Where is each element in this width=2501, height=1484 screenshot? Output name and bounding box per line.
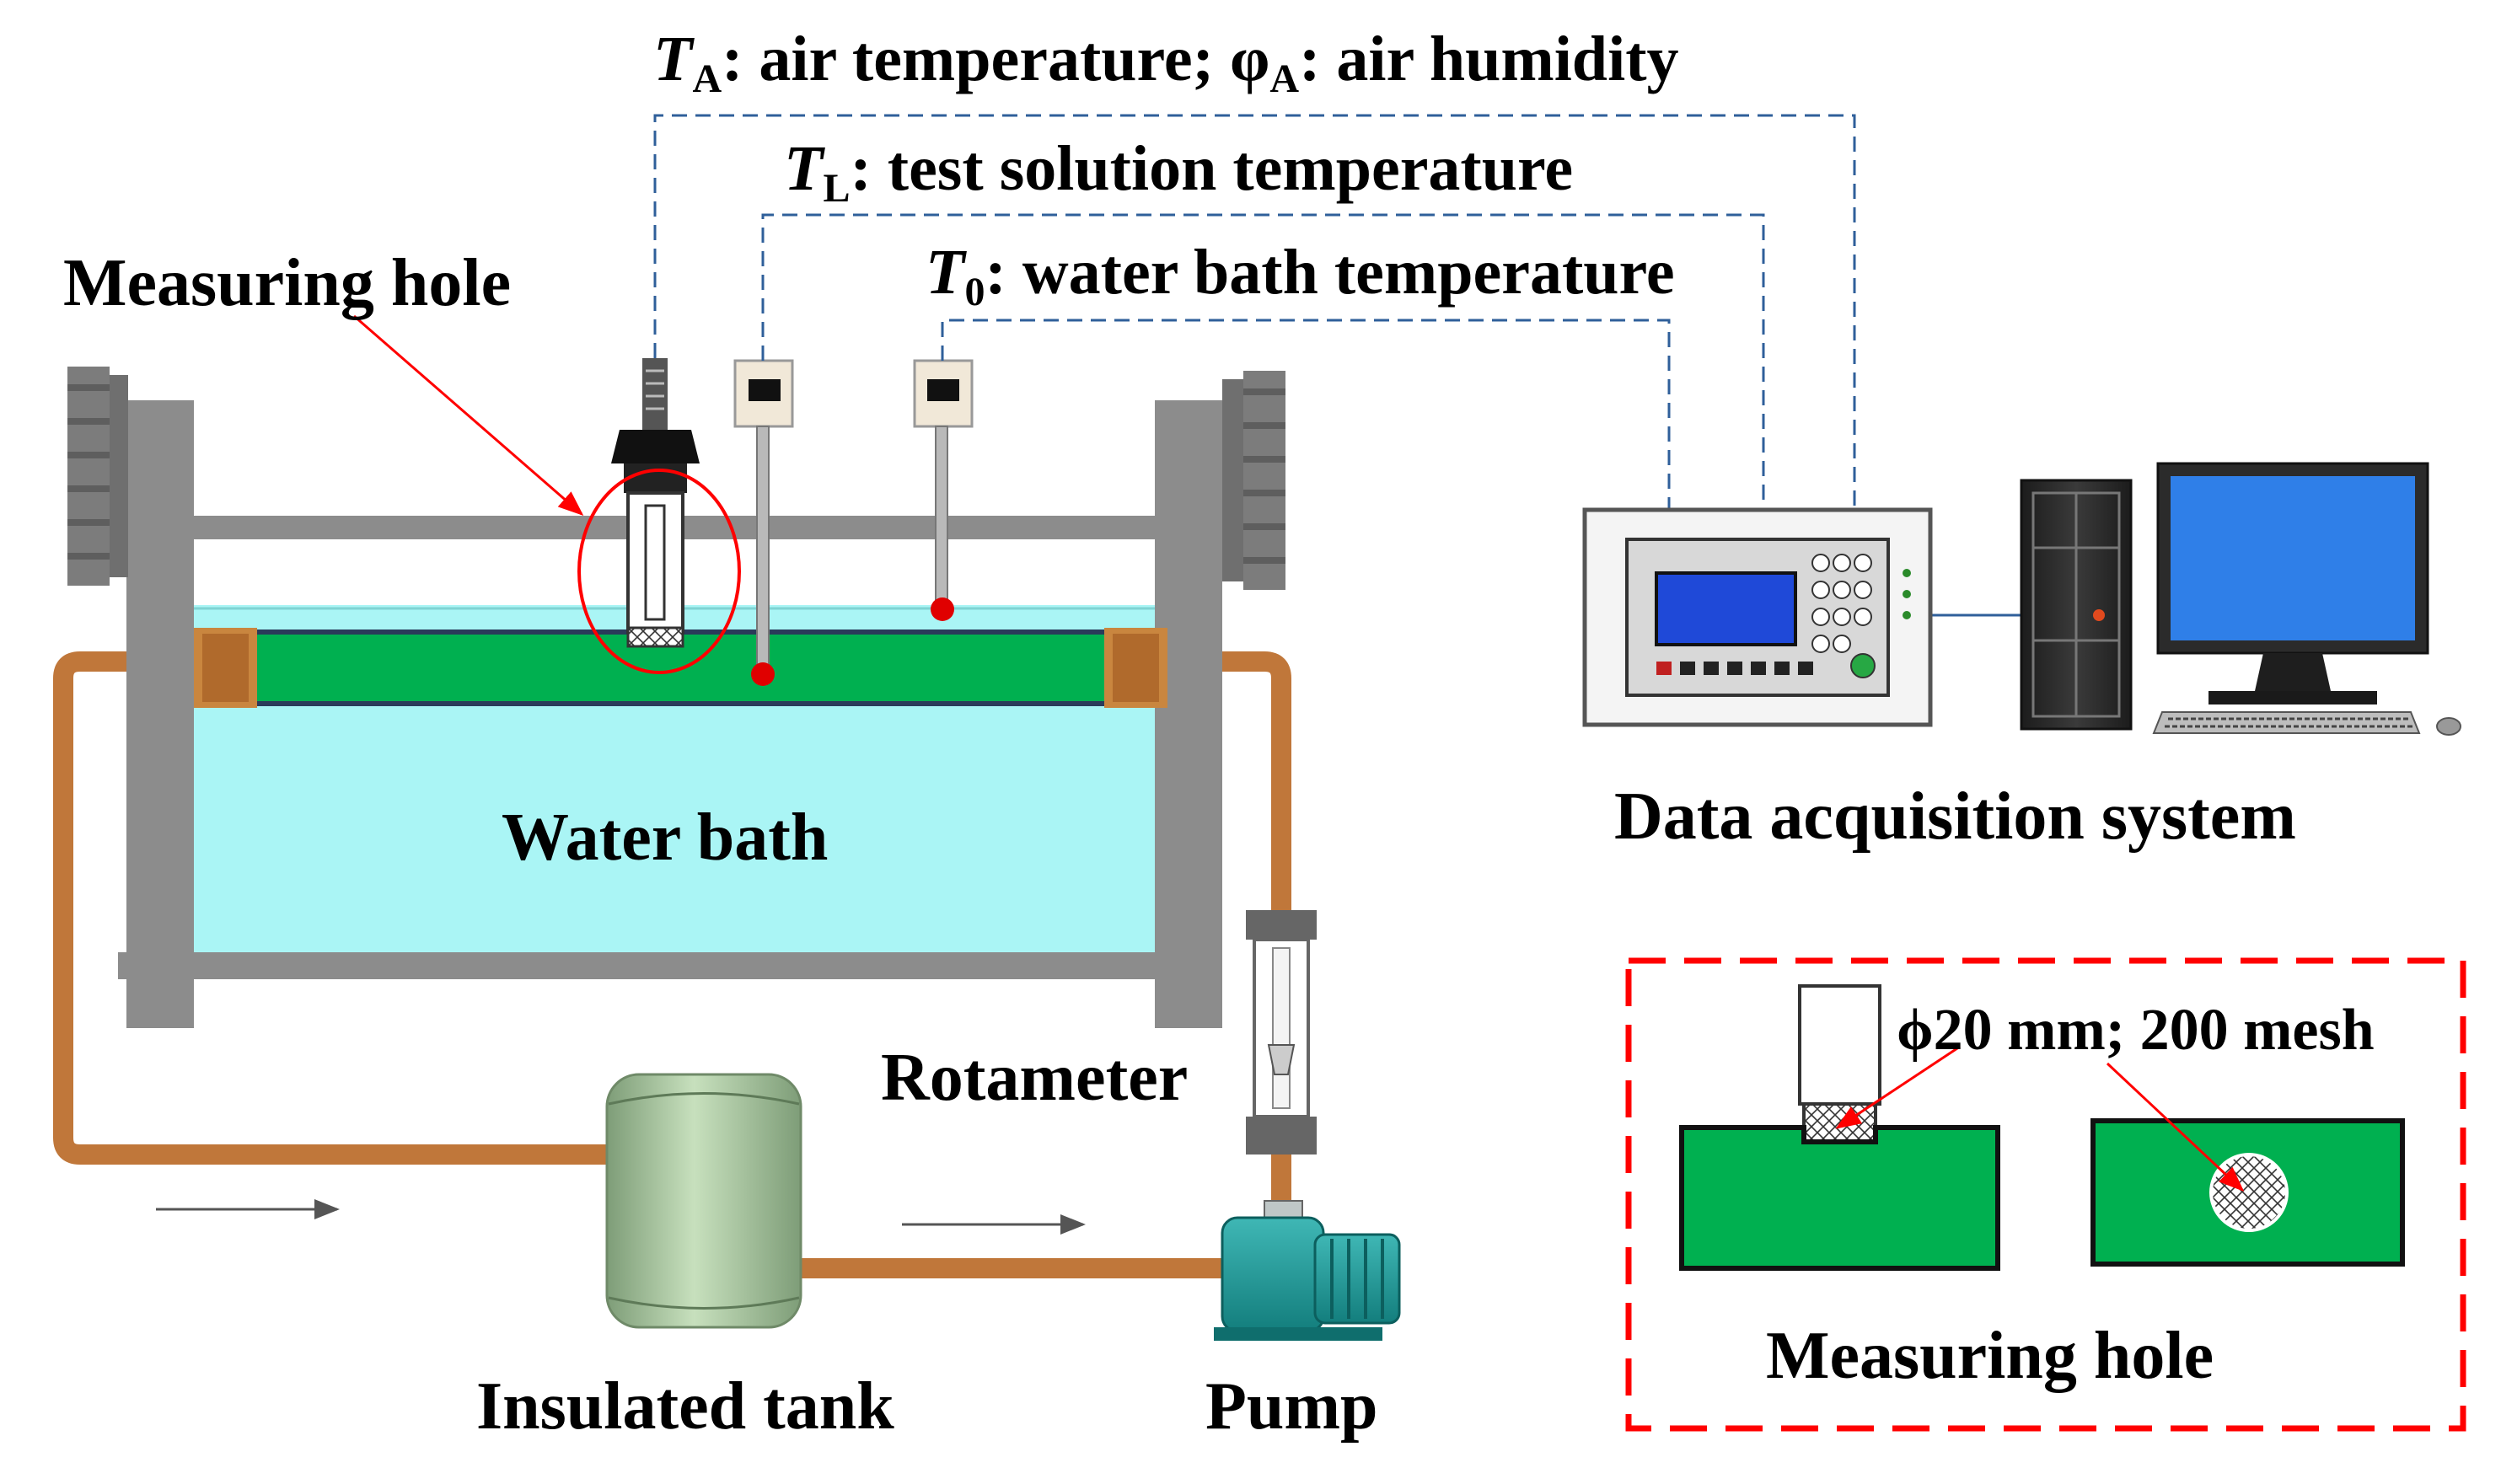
circulation-pipes bbox=[53, 651, 1291, 1278]
keyboard bbox=[2152, 711, 2461, 736]
rotameter-label: Rotameter bbox=[881, 1041, 1188, 1115]
solution-sensor-label: TL: test solution temperature bbox=[784, 133, 1573, 211]
insulated-tank-device bbox=[605, 1073, 802, 1329]
bath-temperature-probe bbox=[913, 359, 974, 621]
mesh-top-view bbox=[2209, 1153, 2289, 1232]
measuring-hole-title: Measuring hole bbox=[63, 246, 511, 320]
water-bath-label: Water bath bbox=[502, 801, 828, 875]
rotameter-device bbox=[1246, 910, 1317, 1155]
measuring-hole-arrow bbox=[353, 314, 584, 516]
pump-label: Pump bbox=[1205, 1369, 1378, 1444]
solution-temperature-probe bbox=[733, 359, 794, 686]
insulated-tank-label: Insulated tank bbox=[476, 1369, 894, 1444]
measuring-hole-callout bbox=[577, 469, 741, 674]
air-sensor-label: TA: air temperature; φA: air humidity bbox=[653, 24, 1679, 101]
pump-device bbox=[1214, 1200, 1401, 1341]
hole-spec-label: ϕ20 mm; 200 mesh bbox=[1897, 998, 2375, 1063]
bath-sensor-dot bbox=[931, 597, 954, 621]
computer-monitor bbox=[2156, 462, 2429, 704]
measuring-hole-detail-label: Measuring hole bbox=[1766, 1319, 2214, 1393]
data-logger bbox=[1582, 507, 1933, 727]
measuring-hole-detail bbox=[1625, 957, 2466, 1432]
humidity-probe bbox=[611, 358, 700, 648]
bath-sensor-label: T0: water bath temperature bbox=[926, 237, 1675, 314]
computer-tower bbox=[2020, 479, 2133, 731]
data-acquisition-label: Data acquisition system bbox=[1614, 780, 2296, 854]
solution-sensor-dot bbox=[751, 662, 775, 686]
